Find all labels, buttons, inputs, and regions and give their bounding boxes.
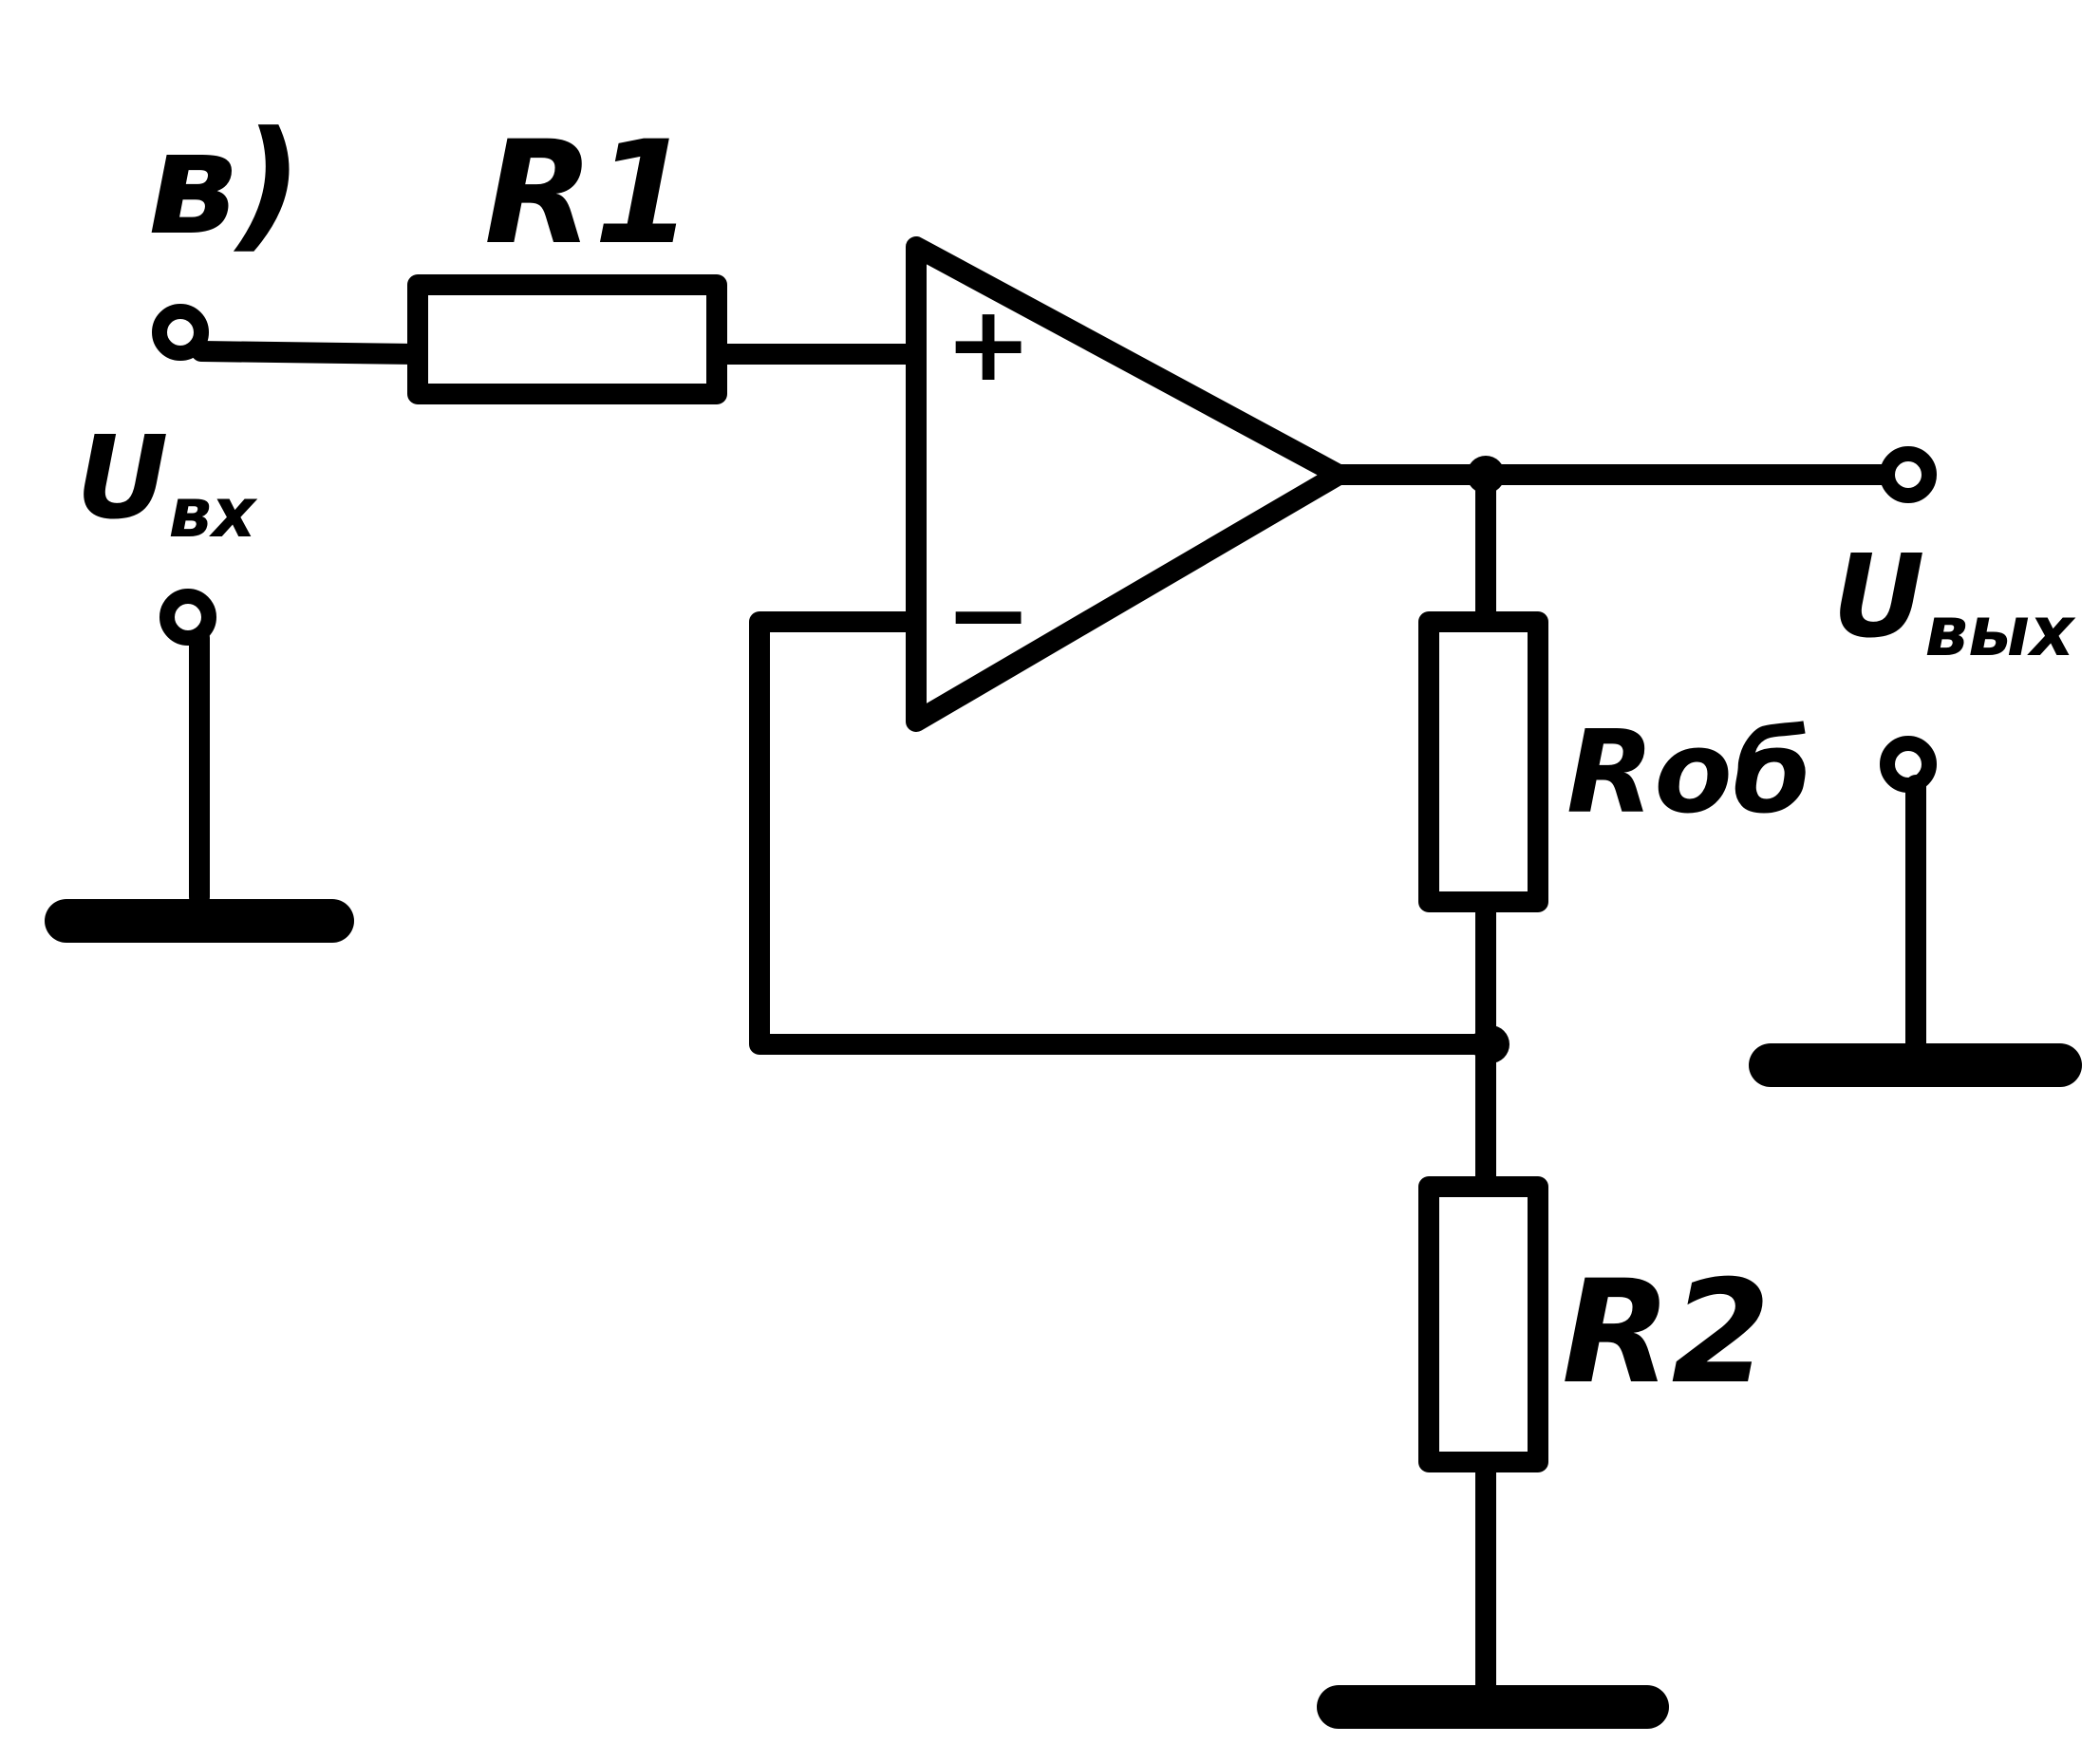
op-amp-plus-sign: + bbox=[945, 283, 1032, 404]
output-voltage-symbol: U bbox=[1832, 532, 1924, 664]
input-voltage-subscript: вх bbox=[168, 473, 258, 553]
input-section: Uвх bbox=[45, 304, 428, 943]
resistor-r1: R1 bbox=[407, 111, 727, 404]
feedback-loop bbox=[749, 611, 1501, 1055]
output-terminal-top bbox=[1880, 446, 1937, 503]
resistor-r1-body bbox=[407, 274, 727, 404]
output-voltage-label: Uвых bbox=[1832, 532, 2076, 671]
resistor-r2: R2 bbox=[1418, 1176, 1771, 1472]
resistor-r2-body bbox=[1418, 1176, 1548, 1472]
resistor-r2-label: R2 bbox=[1562, 1250, 1771, 1416]
resistor-rfb-label: Rоб bbox=[1566, 707, 1812, 839]
resistor-r1-label: R1 bbox=[484, 111, 693, 276]
panel-label: в) bbox=[147, 102, 302, 267]
input-wire bbox=[191, 341, 428, 365]
op-amp-body bbox=[906, 236, 1349, 732]
input-terminal-top bbox=[152, 304, 209, 361]
input-voltage-symbol: U bbox=[76, 413, 168, 545]
input-terminal-bottom bbox=[159, 589, 216, 646]
op-amp-minus-sign: − bbox=[945, 553, 1032, 675]
resistor-rfb-body bbox=[1418, 611, 1548, 912]
resistor-rfb: Rоб bbox=[1418, 611, 1812, 912]
op-amp: + − bbox=[906, 236, 1349, 732]
output-voltage-subscript: вых bbox=[1924, 591, 2076, 671]
inverting-input-wire bbox=[749, 611, 1501, 1055]
input-voltage-label: Uвх bbox=[76, 413, 258, 553]
output-section: Uвых bbox=[1749, 446, 2082, 1087]
feedback-junction-node bbox=[1472, 1025, 1509, 1063]
